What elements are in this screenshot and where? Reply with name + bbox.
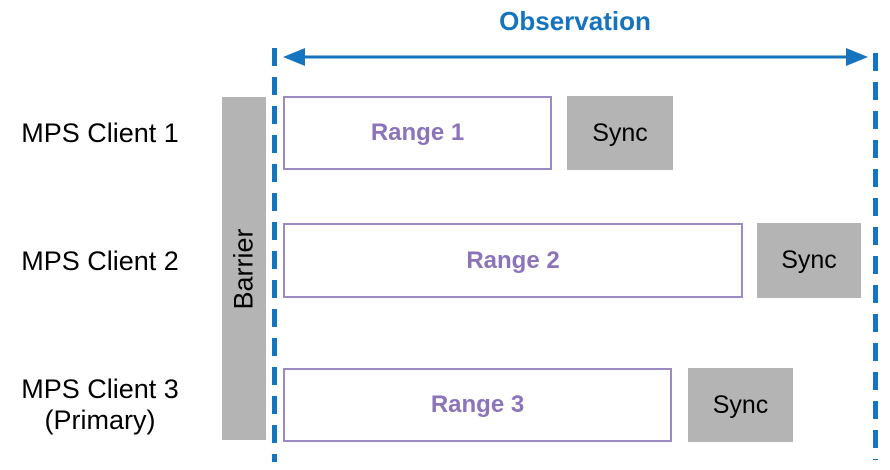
- arrowhead-right-icon: [846, 48, 868, 66]
- range-box-3: Range 3: [283, 368, 672, 442]
- client-label-3: MPS Client 3 (Primary): [21, 374, 179, 435]
- barrier-block: Barrier: [222, 97, 266, 440]
- sync-box-3: Sync: [688, 368, 793, 442]
- sync-box-1: Sync: [567, 96, 673, 170]
- client-label-2: MPS Client 2: [21, 246, 179, 276]
- observation-title: Observation: [499, 6, 651, 36]
- range-box-2: Range 2: [283, 223, 743, 298]
- range-label-3: Range 3: [430, 391, 525, 418]
- range-box-1: Range 1: [283, 96, 552, 170]
- barrier-label: Barrier: [228, 227, 259, 310]
- range-label-1: Range 1: [370, 119, 465, 146]
- sync-box-2: Sync: [757, 223, 861, 298]
- sync-label-3: Sync: [712, 390, 769, 419]
- arrowhead-left-icon: [283, 48, 305, 66]
- client-label-1: MPS Client 1: [21, 118, 179, 148]
- sync-label-2: Sync: [781, 246, 837, 274]
- range-label-2: Range 2: [466, 246, 560, 274]
- sync-label-1: Sync: [592, 118, 648, 147]
